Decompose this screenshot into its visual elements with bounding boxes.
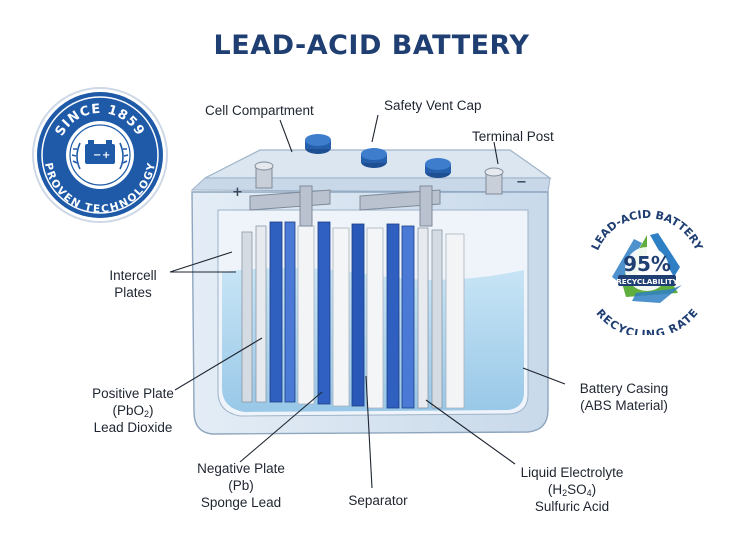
plate-stack-left bbox=[241, 221, 315, 405]
positive-terminal-sign: + bbox=[232, 185, 243, 200]
separator-label: Separator bbox=[348, 493, 408, 508]
since-1859-seal: SINCE 1859 PROVEN TECHNOLOGY − + bbox=[32, 87, 168, 223]
liquid-electrolyte-label: Liquid Electrolyte (H2SO4) Sulfuric Acid bbox=[520, 465, 624, 514]
negative-plate-label: Negative Plate (Pb) Sponge Lead bbox=[197, 461, 285, 510]
plate-stack-middle bbox=[317, 221, 384, 409]
negative-terminal-sign: − bbox=[516, 175, 527, 190]
svg-text:−: − bbox=[93, 150, 101, 161]
badge-percent: 95% bbox=[623, 252, 671, 276]
intercell-plates-label: Intercell Plates bbox=[109, 268, 157, 300]
recycling-badge: 95% RECYCLABILITY LEAD-ACID BATTERY RECY… bbox=[589, 208, 706, 335]
terminal-post-label: Terminal Post bbox=[472, 129, 554, 144]
battery-casing-label: Battery Casing (ABS Material) bbox=[579, 381, 669, 413]
page-title: LEAD-ACID BATTERY bbox=[213, 30, 530, 61]
safety-vent-cap-label: Safety Vent Cap bbox=[384, 98, 482, 113]
positive-plate-label: Positive Plate (PbO2) Lead Dioxide bbox=[92, 386, 174, 435]
svg-text:+: + bbox=[102, 150, 110, 161]
intercell-connectors bbox=[249, 185, 441, 227]
terminal-posts bbox=[254, 161, 504, 195]
cell-compartment-label: Cell Compartment bbox=[205, 103, 314, 118]
battery-icon: − + bbox=[85, 140, 115, 164]
badge-middle-text: RECYCLABILITY bbox=[616, 277, 678, 286]
laurel-icon bbox=[71, 142, 129, 170]
plate-stack-right bbox=[386, 223, 465, 409]
leader-lines bbox=[169, 114, 566, 489]
vent-caps bbox=[305, 134, 451, 178]
